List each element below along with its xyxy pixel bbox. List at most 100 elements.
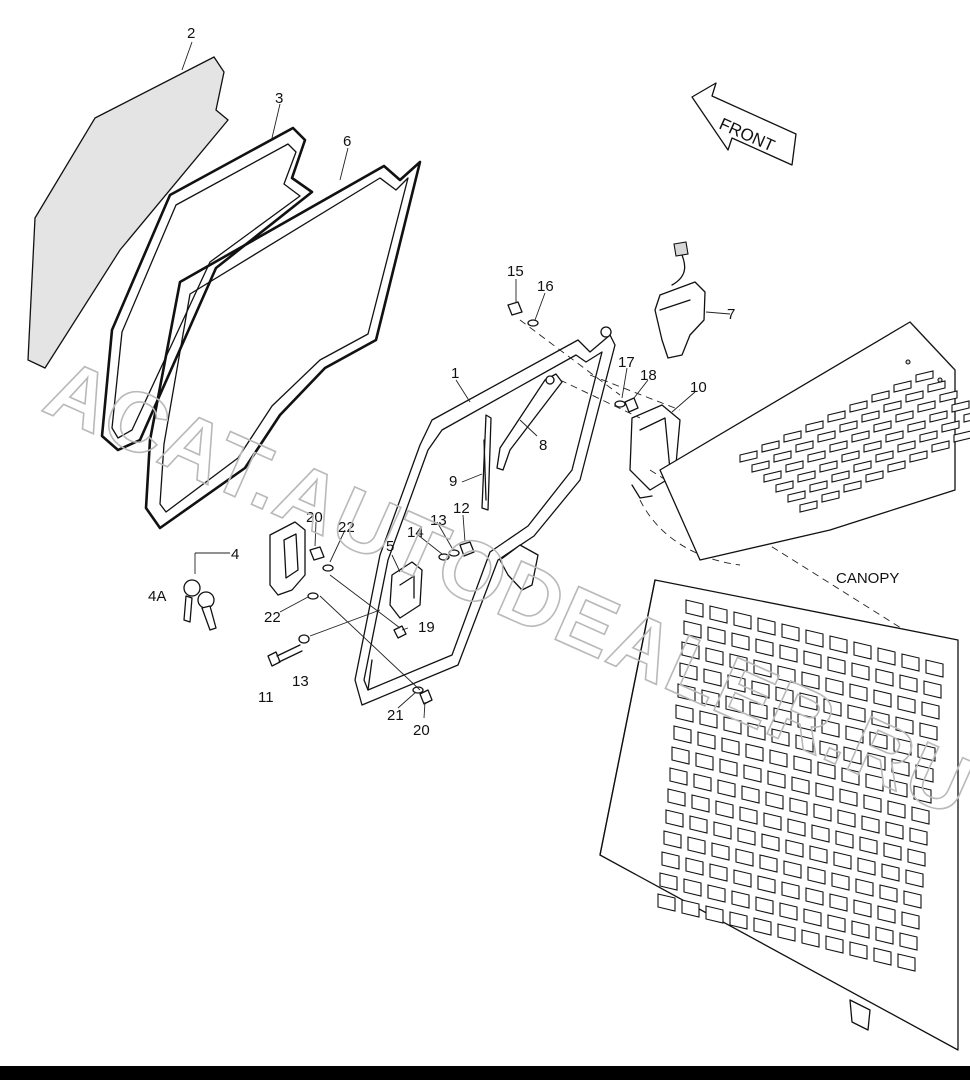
vent-slot <box>909 827 928 846</box>
vent-slot <box>705 905 724 924</box>
vent-slot <box>663 830 682 849</box>
vent-slot <box>885 430 904 443</box>
callout-20-top: 20 <box>306 509 323 526</box>
frame-seal <box>144 160 422 530</box>
vent-slot <box>827 656 846 675</box>
vent-slot <box>835 830 854 849</box>
vent-slot <box>709 863 728 882</box>
vent-slot <box>913 785 932 804</box>
vent-slot <box>885 821 904 840</box>
vent-slot <box>773 707 792 726</box>
vent-slot <box>659 872 678 891</box>
vent-slot <box>841 767 860 786</box>
vent-slot <box>787 490 806 503</box>
vent-slot <box>697 731 716 750</box>
vent-slot <box>771 728 790 747</box>
vent-slot <box>739 450 758 463</box>
canopy-upper-panel <box>659 321 956 561</box>
vent-slot <box>785 460 804 473</box>
vent-slot <box>921 701 940 720</box>
vent-slot <box>671 746 690 765</box>
vent-slot <box>823 698 842 717</box>
leader-lines <box>181 41 731 719</box>
vent-slot <box>807 866 826 885</box>
vent-slot <box>863 440 882 453</box>
vent-slot <box>861 410 880 423</box>
vent-slot <box>903 890 922 909</box>
callout-4a: 4A <box>148 588 166 605</box>
vent-slot <box>897 695 916 714</box>
vent-slot <box>905 869 924 888</box>
vent-slot <box>751 460 770 473</box>
callout-2: 2 <box>187 25 195 42</box>
vent-slot <box>963 413 970 423</box>
callout-numbers: 1 2 3 4 4A 5 6 7 8 9 10 11 12 13 13 14 1… <box>148 25 735 739</box>
vent-slot <box>813 803 832 822</box>
vent-slot <box>729 653 748 672</box>
vent-slot <box>901 911 920 930</box>
vent-slot <box>689 815 708 834</box>
vent-slot <box>717 779 736 798</box>
callout-18: 18 <box>640 367 657 384</box>
vent-slot <box>709 605 728 624</box>
vent-slot <box>883 400 902 413</box>
vent-slot <box>887 460 906 473</box>
vent-slot <box>831 470 850 483</box>
bottom-bar <box>0 1066 970 1080</box>
vent-slot <box>681 899 700 918</box>
vent-slot <box>869 731 888 750</box>
vent-slot <box>867 752 886 771</box>
vent-slot <box>851 920 870 939</box>
vent-slot <box>925 659 944 678</box>
vent-slot <box>793 755 812 774</box>
vent-slot <box>847 704 866 723</box>
callout-17: 17 <box>618 354 635 371</box>
vent-slot <box>657 893 676 912</box>
vent-slot <box>767 770 786 789</box>
callout-21: 21 <box>387 707 404 724</box>
callout-22-bottom: 22 <box>264 609 281 626</box>
vent-slot <box>887 800 906 819</box>
vent-slot <box>877 905 896 924</box>
vent-slot <box>683 878 702 897</box>
vent-slot <box>905 390 924 403</box>
vent-slot <box>725 695 744 714</box>
vent-slot <box>797 470 816 483</box>
vent-slot <box>727 674 746 693</box>
vent-slot <box>733 869 752 888</box>
vent-slot <box>803 908 822 927</box>
callout-15: 15 <box>507 263 524 280</box>
vent-slot <box>851 430 870 443</box>
vent-slot <box>769 749 788 768</box>
vent-slot <box>845 725 864 744</box>
vent-slot <box>799 692 818 711</box>
keys <box>183 579 217 631</box>
vent-slot <box>675 704 694 723</box>
vent-slot <box>775 686 794 705</box>
callout-7: 7 <box>727 306 735 323</box>
vent-slot <box>901 653 920 672</box>
vent-slot <box>745 743 764 762</box>
callout-14: 14 <box>407 524 424 541</box>
vent-slot <box>853 641 872 660</box>
vent-slot <box>673 725 692 744</box>
vent-slot <box>883 842 902 861</box>
vent-slot <box>669 767 688 786</box>
vent-slot <box>953 430 970 443</box>
callout-13-top: 13 <box>430 512 447 529</box>
vent-slot <box>929 410 948 423</box>
vent-slot <box>783 860 802 879</box>
wiper-blade <box>481 414 492 511</box>
vent-slot <box>893 737 912 756</box>
vent-slot <box>873 689 892 708</box>
callout-16: 16 <box>537 278 554 295</box>
vent-slot <box>701 689 720 708</box>
vent-slot <box>865 470 884 483</box>
glass-panel <box>27 56 229 369</box>
vent-slot <box>843 746 862 765</box>
vent-slot <box>895 716 914 735</box>
vent-slot <box>819 740 838 759</box>
vent-slot <box>719 758 738 777</box>
vent-slot <box>919 430 938 443</box>
